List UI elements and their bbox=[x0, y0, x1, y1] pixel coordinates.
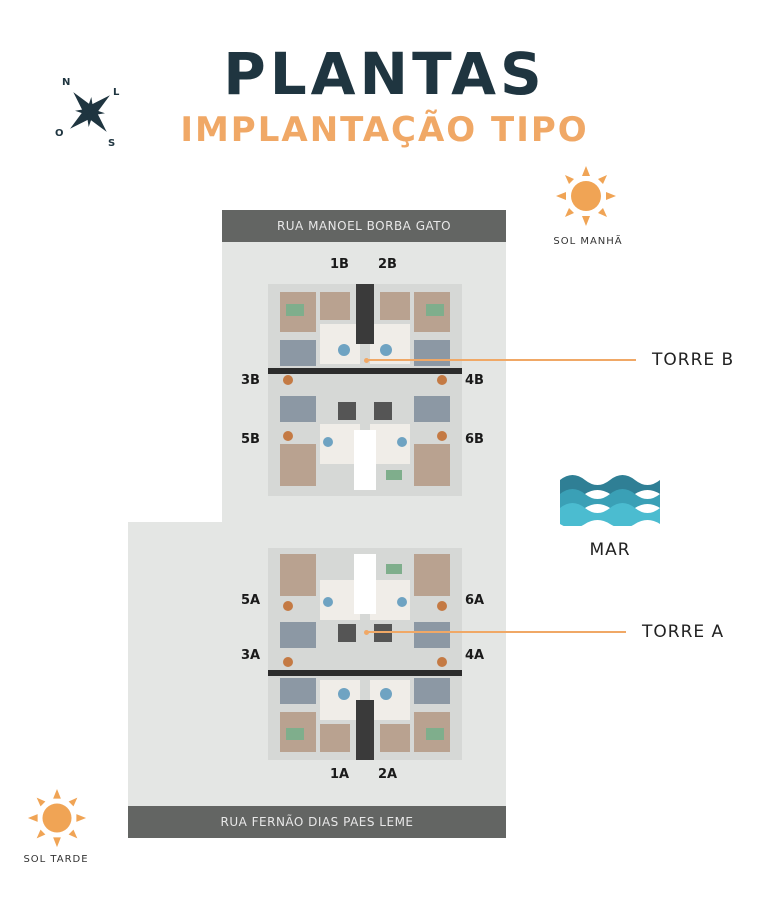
sea-waves-icon bbox=[560, 475, 660, 526]
tower-a-leader-line bbox=[366, 631, 626, 633]
tower-b-leader-line bbox=[366, 359, 636, 361]
unit-5a: 5A bbox=[241, 593, 261, 608]
unit-3b: 3B bbox=[241, 373, 260, 388]
unit-1b: 1B bbox=[330, 257, 349, 272]
tower-b-label: TORRE B bbox=[652, 350, 735, 370]
street-bottom: RUA FERNÃO DIAS PAES LEME bbox=[128, 806, 506, 838]
unit-3a: 3A bbox=[241, 648, 261, 663]
unit-4b: 4B bbox=[465, 373, 484, 388]
compass-rose-icon: N L S O bbox=[55, 77, 120, 149]
unit-6b: 6B bbox=[465, 432, 484, 447]
tower-b-floorplan bbox=[268, 284, 462, 496]
sea-label: MAR bbox=[589, 540, 631, 560]
tower-a-leader-dot bbox=[364, 630, 369, 635]
unit-1a: 1A bbox=[330, 767, 350, 782]
afternoon-sun-icon bbox=[27, 788, 87, 848]
compass-o: O bbox=[55, 128, 64, 139]
compass-s: S bbox=[108, 138, 115, 149]
compass-n: N bbox=[62, 77, 70, 88]
tower-a-label: TORRE A bbox=[642, 622, 725, 642]
unit-2b: 2B bbox=[378, 257, 397, 272]
street-top: RUA MANOEL BORBA GATO bbox=[222, 210, 506, 242]
tower-b-leader-dot bbox=[364, 358, 369, 363]
page-subtitle: IMPLANTAÇÃO TIPO bbox=[180, 110, 589, 150]
unit-6a: 6A bbox=[465, 593, 485, 608]
morning-sun-icon bbox=[556, 166, 616, 226]
tower-a-floorplan bbox=[268, 548, 462, 760]
unit-5b: 5B bbox=[241, 432, 260, 447]
sun-afternoon-label: SOL TARDE bbox=[23, 854, 89, 865]
unit-2a: 2A bbox=[378, 767, 398, 782]
compass-l: L bbox=[113, 87, 120, 98]
sun-morning-label: SOL MANHÃ bbox=[553, 236, 623, 247]
unit-4a: 4A bbox=[465, 648, 485, 663]
page-title: PLANTAS bbox=[223, 40, 546, 108]
